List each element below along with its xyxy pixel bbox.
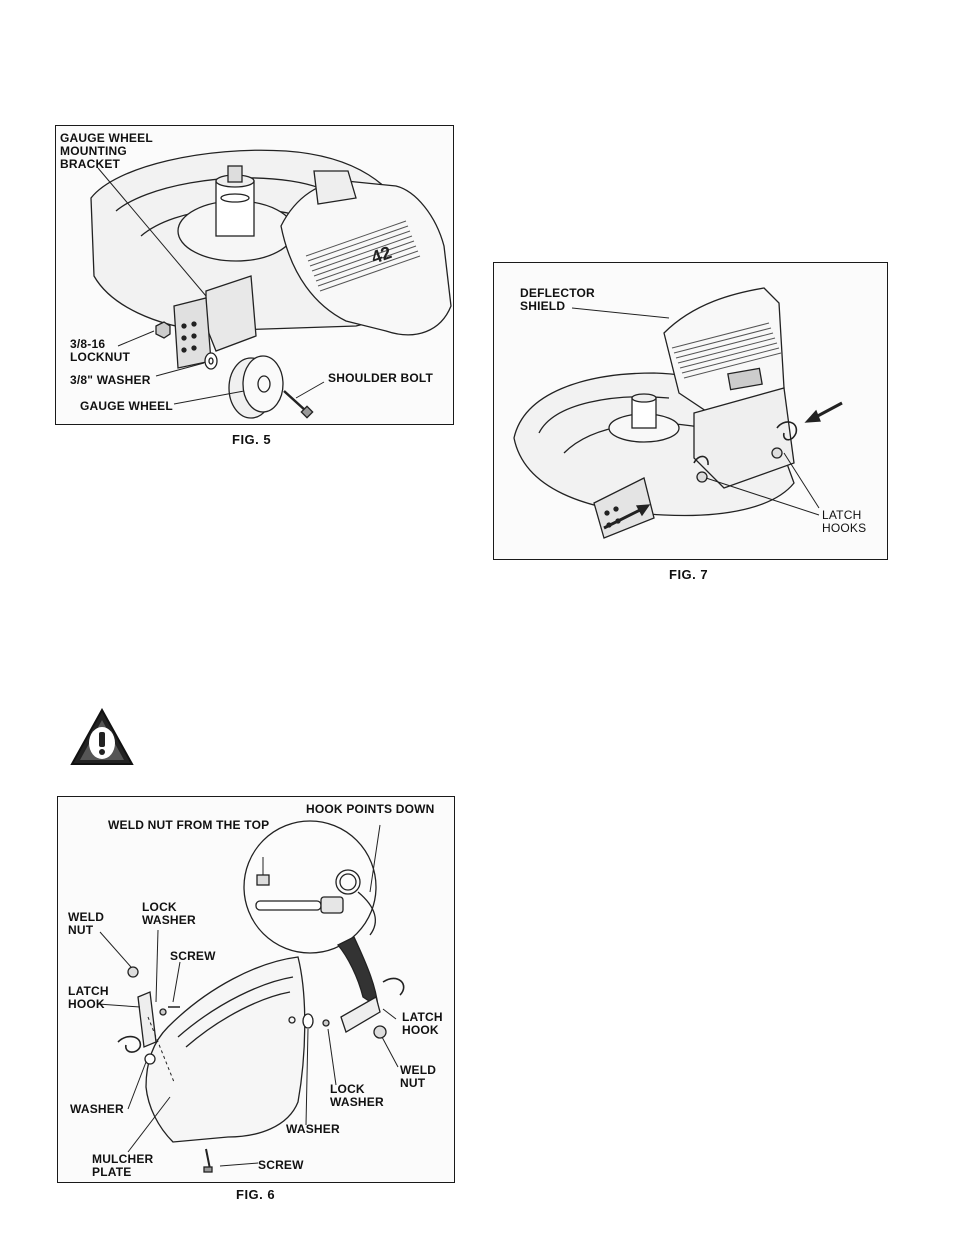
label-deflector-shield: DEFLECTOR SHIELD bbox=[520, 287, 595, 313]
warning-icon bbox=[70, 708, 134, 766]
label-latch-hook-left: LATCH HOOK bbox=[68, 985, 109, 1011]
figure-5-caption: FIG. 5 bbox=[232, 432, 271, 447]
label-lock-washer-left: LOCK WASHER bbox=[142, 901, 196, 927]
label-screw-bottom: SCREW bbox=[258, 1159, 304, 1172]
label-hook-points-down: HOOK POINTS DOWN bbox=[306, 803, 435, 816]
figure-6-drawing bbox=[58, 797, 455, 1183]
label-gauge-wheel-mounting-bracket: GAUGE WHEEL MOUNTING BRACKET bbox=[60, 132, 153, 171]
label-weld-nut-from-the-top: WELD NUT FROM THE TOP bbox=[108, 819, 269, 832]
figure-5: 42 GAUGE WHEEL MOUNTING BRACKET 3/8-16 L… bbox=[55, 125, 454, 425]
figure-6-caption: FIG. 6 bbox=[236, 1187, 275, 1202]
label-washer: 3/8" WASHER bbox=[70, 374, 151, 387]
figure-6: WELD NUT FROM THE TOP HOOK POINTS DOWN L… bbox=[57, 796, 455, 1183]
label-latch-hook-right: LATCH HOOK bbox=[402, 1011, 443, 1037]
label-screw-left: SCREW bbox=[170, 950, 216, 963]
figure-7-caption: FIG. 7 bbox=[669, 567, 708, 582]
label-locknut: 3/8-16 LOCKNUT bbox=[70, 338, 130, 364]
label-weld-nut-left: WELD NUT bbox=[68, 911, 104, 937]
label-washer-right: WASHER bbox=[286, 1123, 340, 1136]
figure-7: DEFLECTOR SHIELD LATCH HOOKS bbox=[493, 262, 888, 560]
label-shoulder-bolt: SHOULDER BOLT bbox=[328, 372, 433, 385]
label-weld-nut-right: WELD NUT bbox=[400, 1064, 436, 1090]
label-mulcher-plate: MULCHER PLATE bbox=[92, 1153, 153, 1179]
label-gauge-wheel: GAUGE WHEEL bbox=[80, 400, 173, 413]
label-latch-hooks: LATCH HOOKS bbox=[822, 509, 866, 535]
label-lock-washer-right: LOCK WASHER bbox=[330, 1083, 384, 1109]
label-washer-left: WASHER bbox=[70, 1103, 124, 1116]
